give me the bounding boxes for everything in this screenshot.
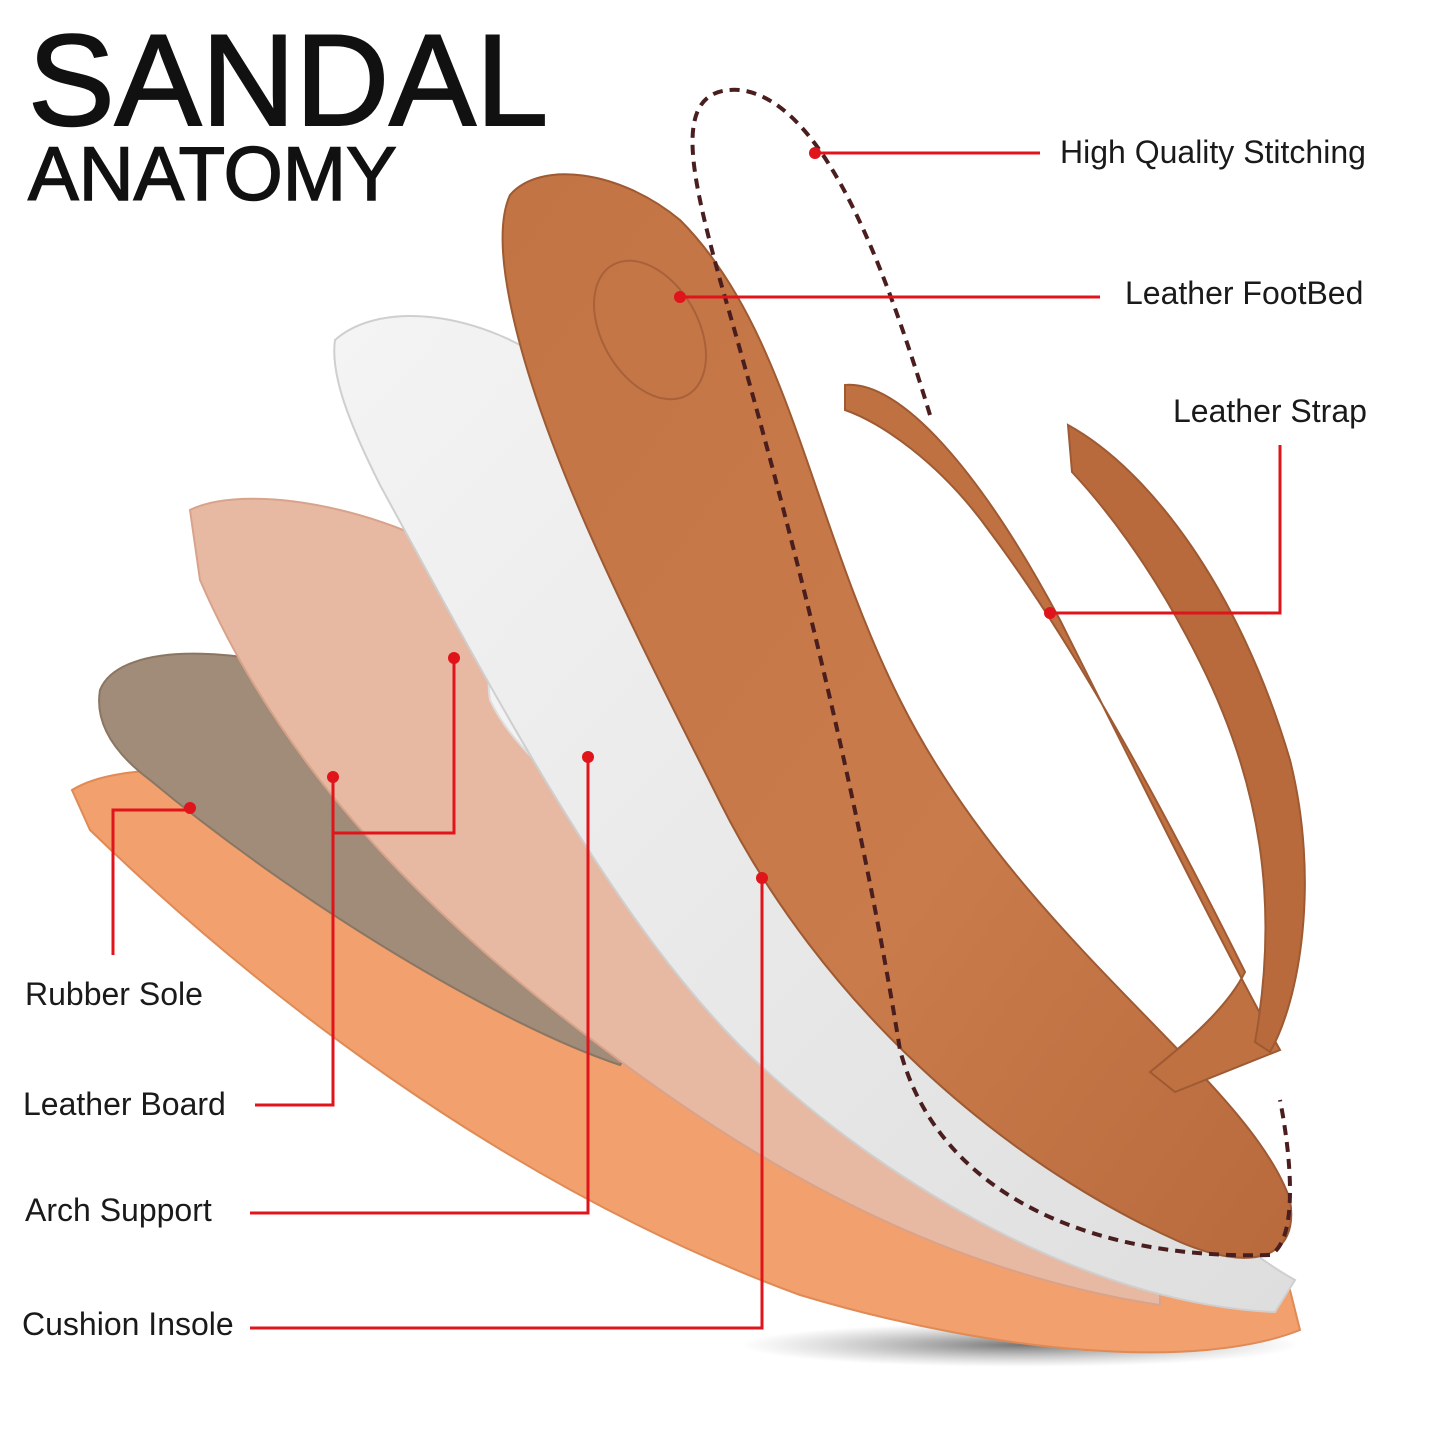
label-stitching: High Quality Stitching — [1060, 134, 1366, 170]
label-leather-board: Leather Board — [23, 1086, 226, 1122]
pointer-strap — [1044, 445, 1282, 619]
leather-strap-left — [844, 383, 1282, 1094]
label-footbed: Leather FootBed — [1125, 275, 1363, 311]
label-cushion-insole: Cushion Insole — [22, 1306, 234, 1342]
label-arch-support: Arch Support — [25, 1192, 212, 1228]
title-line-2: ANATOMY — [28, 132, 397, 217]
label-rubber-sole: Rubber Sole — [25, 976, 203, 1012]
title-line-1: SANDAL — [28, 7, 548, 153]
pointer-footbed — [674, 291, 1100, 303]
pointer-cushion-insole — [250, 872, 768, 1330]
pointer-leather-board — [255, 652, 460, 1107]
leather-strap-right — [1066, 423, 1306, 1054]
pointer-stitching — [809, 147, 1040, 159]
stitching-line — [690, 87, 1292, 1258]
pointer-rubber-sole — [111, 802, 196, 955]
label-strap: Leather Strap — [1173, 393, 1367, 429]
brand-logo-emboss — [593, 259, 707, 401]
pointer-arch-support — [250, 751, 594, 1215]
